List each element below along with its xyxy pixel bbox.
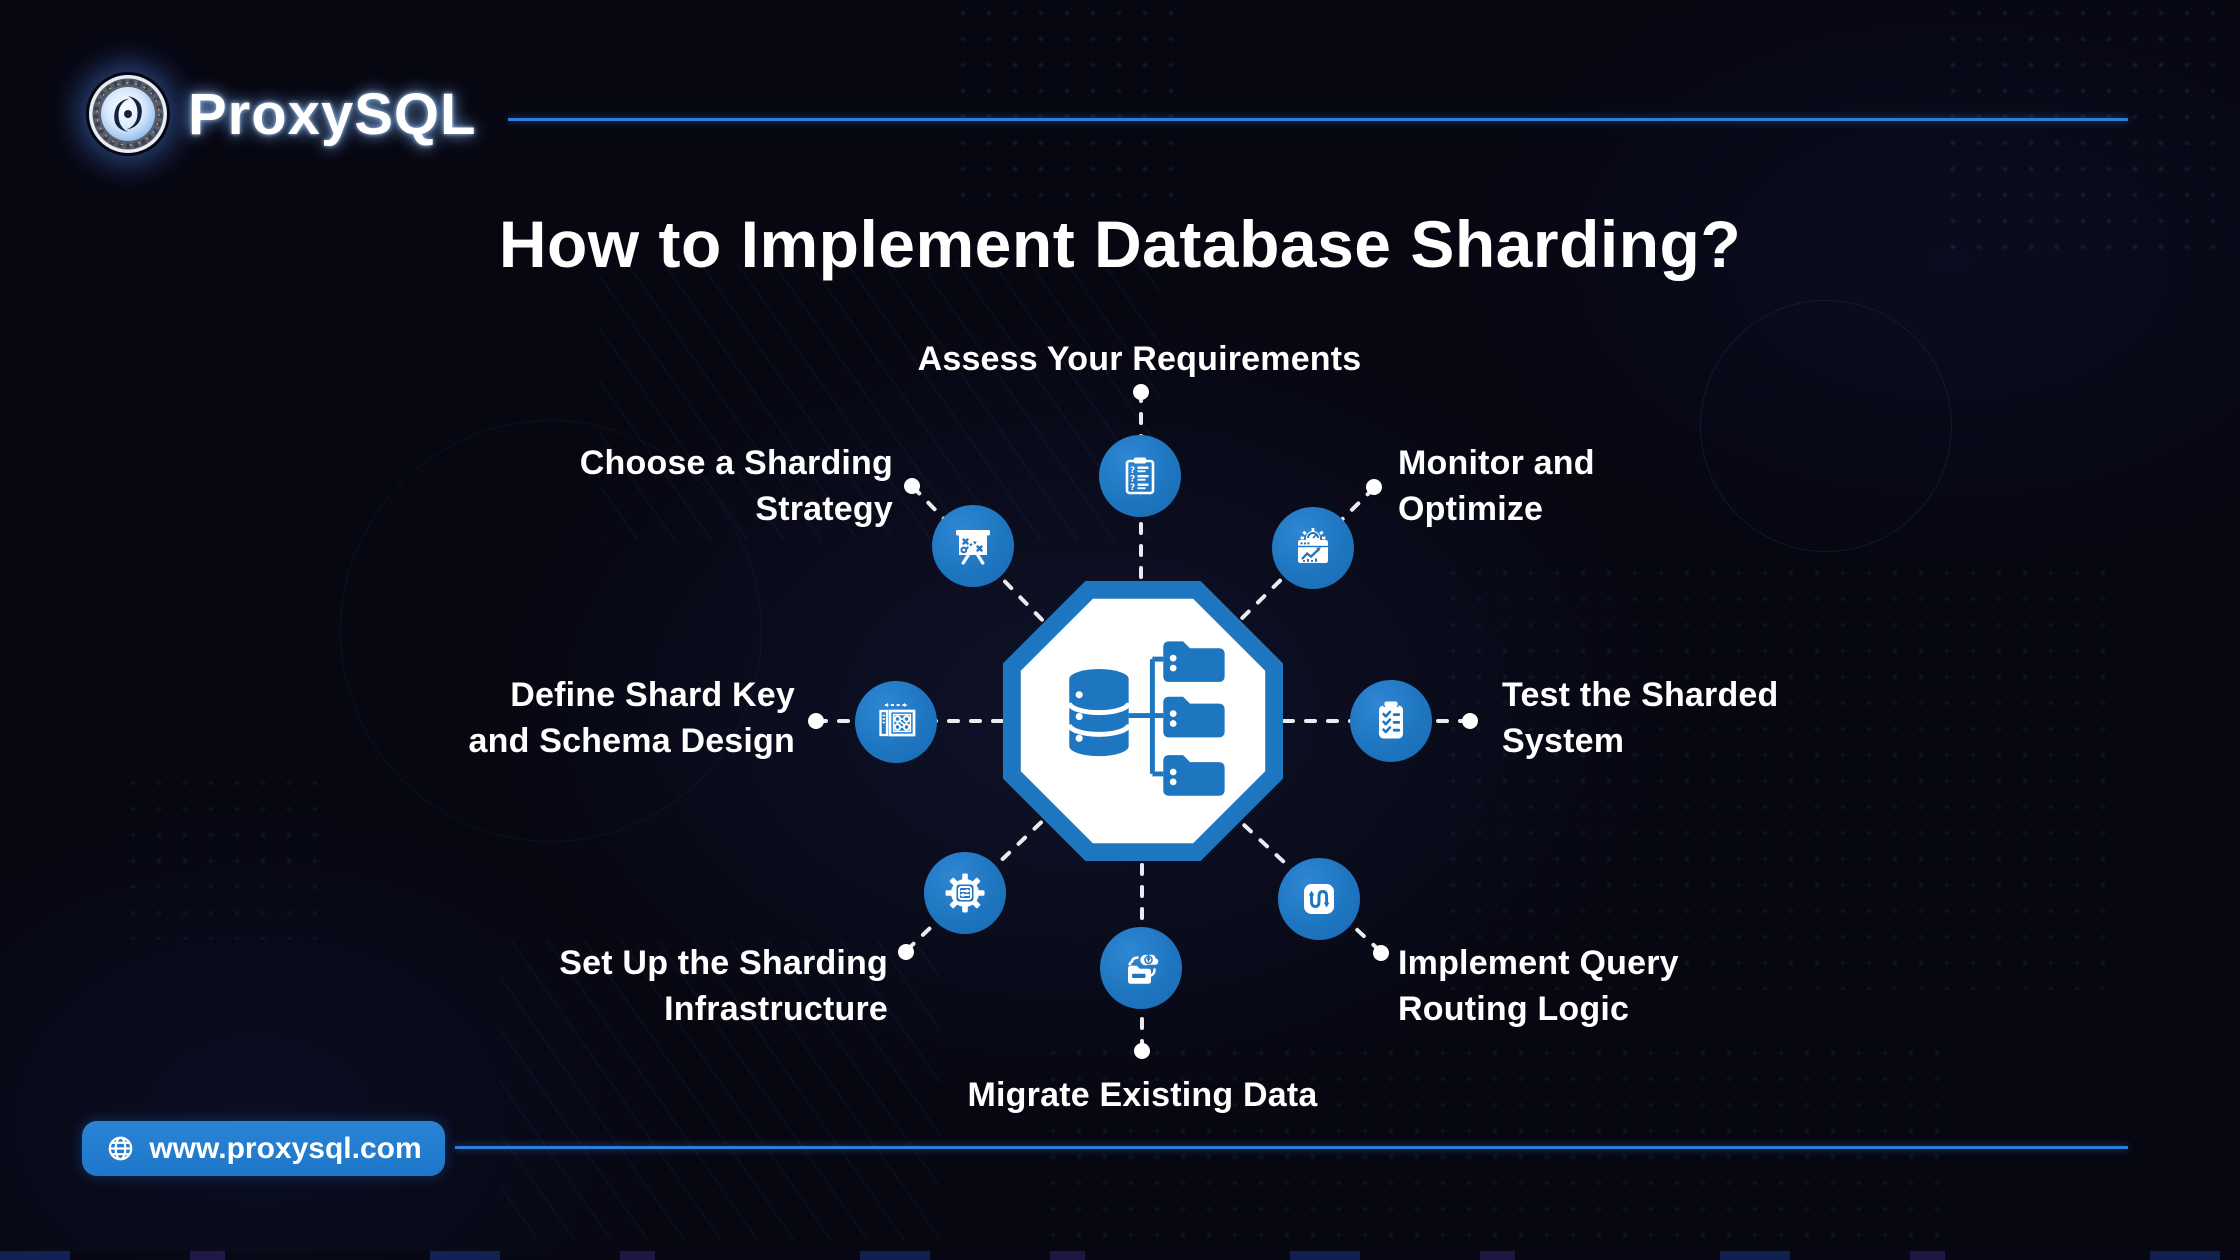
svg-text:?: ? bbox=[1130, 466, 1135, 476]
bg-dots-bottom bbox=[1040, 1040, 1960, 1240]
page-title: How to Implement Database Sharding? bbox=[498, 207, 1742, 281]
label-choose-strategy: Choose a Sharding Strategy bbox=[579, 444, 893, 528]
header-divider-line bbox=[508, 118, 2128, 121]
step-node-setup-infrastructure bbox=[924, 852, 1006, 934]
analytics-monitor-icon bbox=[1298, 528, 1328, 563]
strategy-board-icon bbox=[956, 530, 990, 565]
bg-dots-top-center bbox=[950, 0, 1180, 210]
step-node-assess-requirements: ??? bbox=[1099, 435, 1181, 517]
label-setup-infrastructure: Set Up the Sharding Infrastructure bbox=[559, 944, 888, 1028]
bg-dots-left bbox=[120, 770, 320, 940]
brand-name: ProxySQL bbox=[188, 81, 477, 147]
label-define-shard-key: Define Shard Key and Schema Design bbox=[468, 676, 795, 760]
sharded-database-icon bbox=[1066, 641, 1225, 796]
footer-divider-line bbox=[455, 1146, 2128, 1149]
central-octagon bbox=[1002, 580, 1284, 862]
checklist-icon bbox=[1379, 701, 1403, 739]
label-monitor-optimize: Monitor and Optimize bbox=[1398, 444, 1595, 528]
website-button[interactable]: www.proxysql.com bbox=[82, 1121, 445, 1176]
label-test-sharded-system: Test the Sharded System bbox=[1502, 676, 1779, 760]
svg-text:?: ? bbox=[1130, 483, 1135, 493]
step-node-migrate-existing-data bbox=[1100, 927, 1182, 1009]
step-node-query-routing-logic bbox=[1278, 858, 1360, 940]
schema-design-icon bbox=[879, 703, 916, 737]
vortex-logo-icon bbox=[86, 72, 170, 156]
label-migrate-existing-data: Migrate Existing Data bbox=[967, 1076, 1318, 1114]
routing-arrows-icon bbox=[1304, 884, 1334, 914]
gear-sliders-icon bbox=[945, 873, 985, 913]
label-query-routing-logic: Implement Query Routing Logic bbox=[1398, 944, 1679, 1028]
globe-icon bbox=[105, 1133, 136, 1164]
bg-hatch-bottom-left bbox=[500, 940, 940, 1240]
bg-ring-left bbox=[340, 420, 762, 842]
svg-text:?: ? bbox=[1130, 475, 1135, 485]
data-migration-icon bbox=[1128, 954, 1159, 984]
step-node-test-sharded-system bbox=[1350, 680, 1432, 762]
bg-ring-right bbox=[1700, 300, 1952, 552]
brand-logo: ProxySQL bbox=[86, 72, 476, 156]
label-assess-requirements: Assess Your Requirements bbox=[917, 340, 1362, 378]
bottom-edge-strip bbox=[0, 1251, 2240, 1260]
step-node-define-shard-key bbox=[855, 681, 937, 763]
website-url: www.proxysql.com bbox=[149, 1131, 422, 1165]
clipboard-question-icon: ??? bbox=[1125, 457, 1155, 495]
bg-dots-right bbox=[1440, 560, 2120, 990]
bg-dots-top-right bbox=[1940, 0, 2220, 260]
step-node-choose-strategy bbox=[932, 505, 1014, 587]
step-node-monitor-optimize bbox=[1272, 507, 1354, 589]
